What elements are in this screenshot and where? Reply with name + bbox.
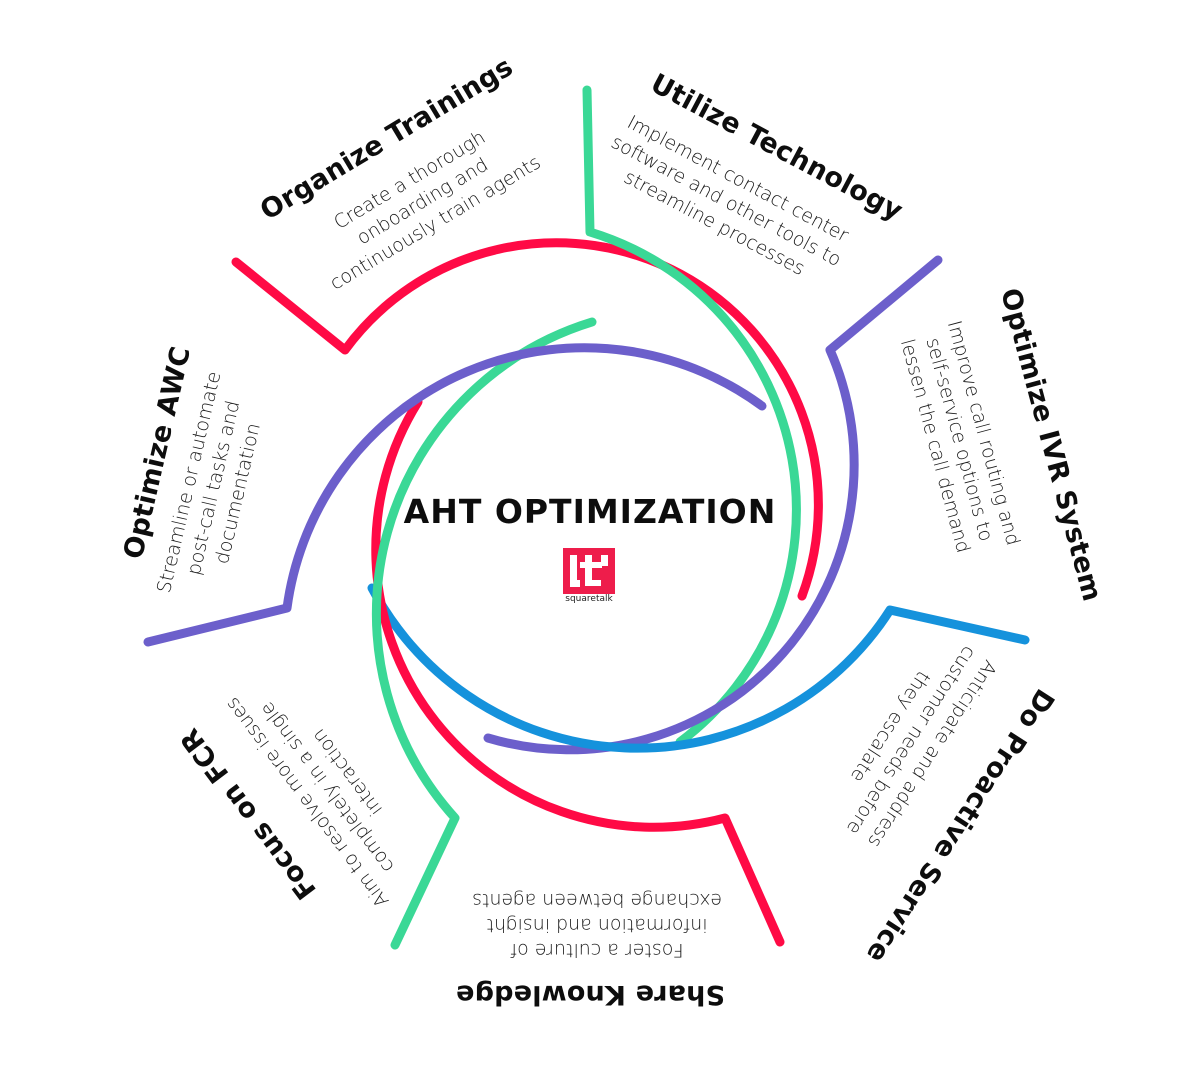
section-desc-line: information and insight	[486, 914, 708, 936]
purple-arc-top	[143, 343, 767, 647]
logo-caption: squaretalk	[565, 594, 613, 604]
section-desc-line: exchange between agents	[472, 889, 722, 911]
red-arc-bottom	[371, 397, 785, 947]
section-title: Share Knowledge	[455, 979, 725, 1010]
green-arc-left	[371, 317, 597, 950]
squaretalk-logo-icon	[563, 548, 615, 594]
diagram-title: AHT OPTIMIZATION	[403, 492, 777, 531]
section-share-knowledge: Share Knowledge	[456, 979, 725, 1010]
blue-arc-bottom	[367, 583, 1030, 753]
green-arc-right	[582, 85, 801, 747]
section-share-knowledge-desc: Foster a culture of information and insi…	[472, 887, 722, 962]
section-desc-line: Foster a culture of	[510, 939, 684, 961]
red-arc-top	[231, 238, 823, 601]
purple-arc-right	[483, 255, 943, 755]
squaretalk-logo: squaretalk	[563, 548, 615, 604]
